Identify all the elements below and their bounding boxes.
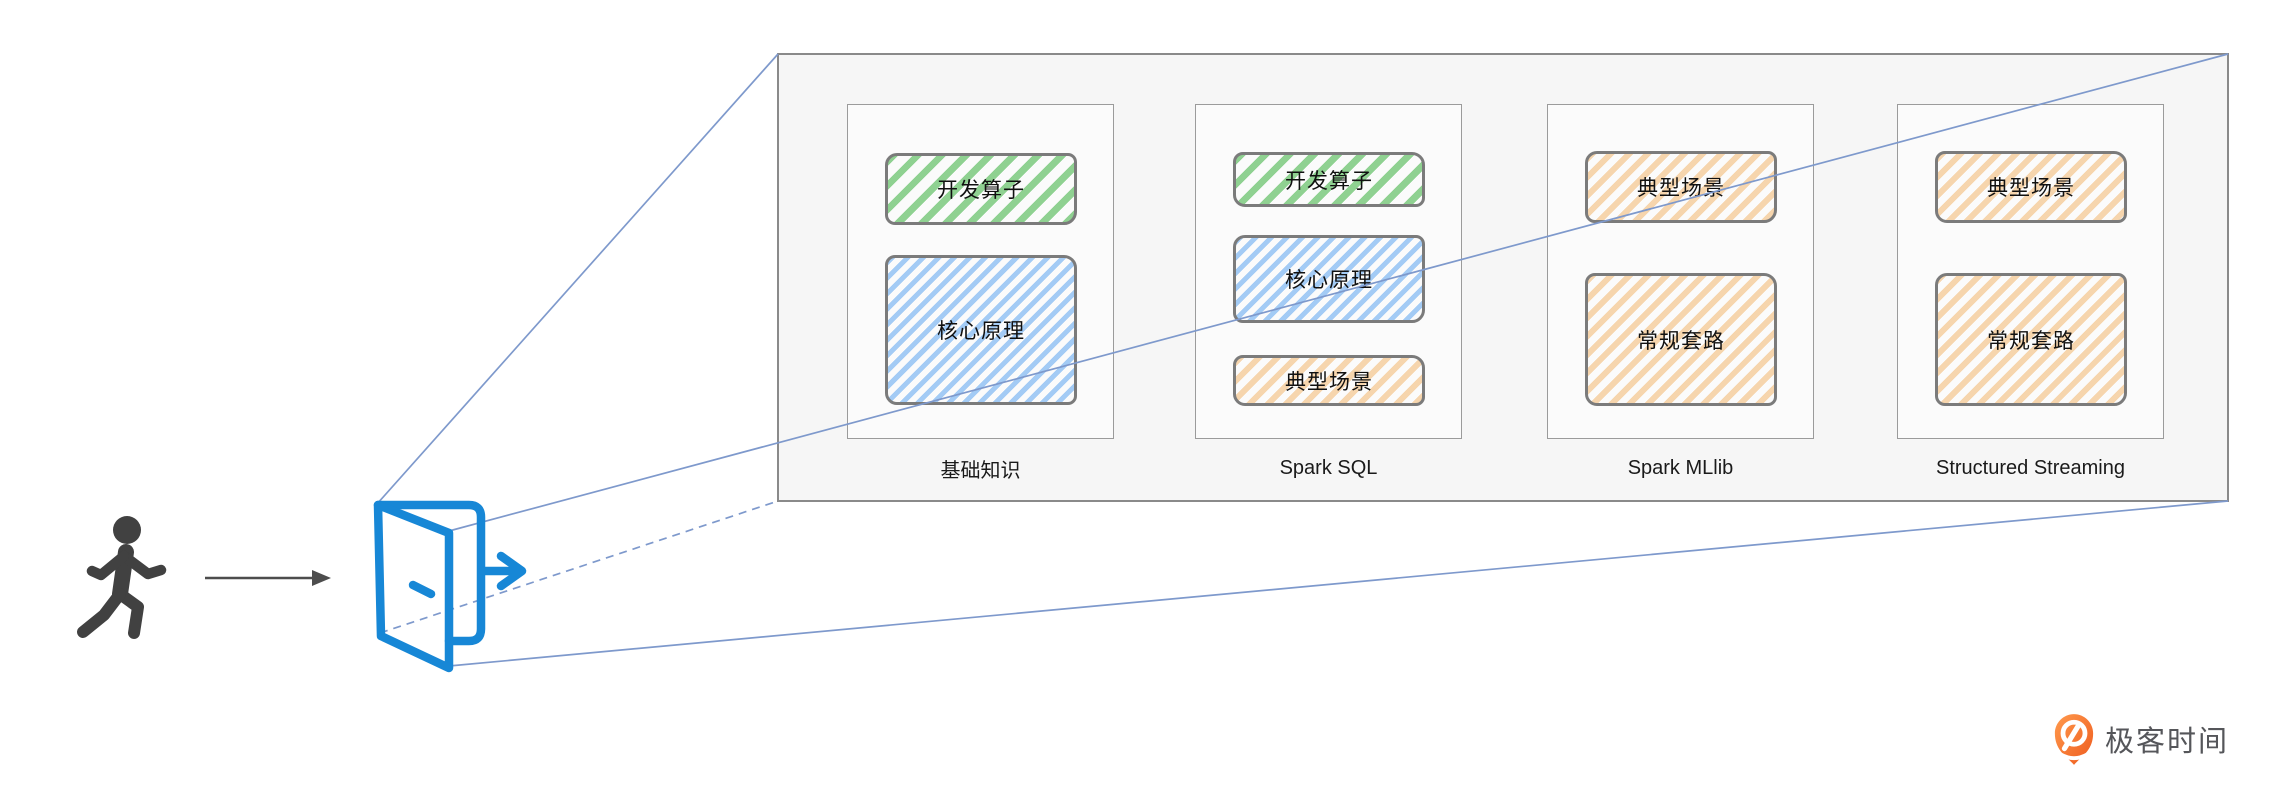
topic-box-streaming-common-patterns: 常规套路 bbox=[1935, 273, 2127, 406]
column-label-structured-streaming: Structured Streaming bbox=[1936, 456, 2125, 479]
projection-line-bottom-right bbox=[448, 500, 2229, 667]
column-spark-sql: 开发算子 核心原理 典型场景 bbox=[1195, 104, 1462, 439]
topic-box-basics-operators: 开发算子 bbox=[885, 153, 1077, 225]
geektime-logo-text: 极客时间 bbox=[2105, 726, 2230, 758]
topic-box-sql-typical-scenarios: 典型场景 bbox=[1233, 355, 1425, 406]
column-structured-streaming: 典型场景 常规套路 bbox=[1897, 104, 2164, 439]
roadmap-panel: 开发算子 核心原理 基础知识 开发算子 核心原理 典型场景 Spark SQL … bbox=[777, 53, 2229, 502]
topic-box-sql-operators: 开发算子 bbox=[1233, 152, 1425, 207]
topic-box-mllib-common-patterns: 常规套路 bbox=[1585, 273, 1777, 406]
topic-box-mllib-typical-scenarios: 典型场景 bbox=[1585, 151, 1777, 223]
column-label-spark-mllib: Spark MLlib bbox=[1627, 456, 1734, 479]
open-door-icon bbox=[373, 500, 486, 673]
column-label-spark-sql: Spark SQL bbox=[1279, 456, 1378, 479]
projection-line-bottom-left-dashed bbox=[379, 500, 779, 634]
topic-box-sql-core-principles: 核心原理 bbox=[1233, 235, 1425, 323]
right-arrow-icon bbox=[205, 570, 331, 586]
walking-person-icon bbox=[77, 516, 167, 639]
geektime-logo: 极客时间 bbox=[2052, 710, 2229, 768]
topic-box-basics-core-principles: 核心原理 bbox=[885, 255, 1077, 405]
column-basics: 开发算子 核心原理 bbox=[847, 104, 1114, 439]
column-label-basics: 基础知识 bbox=[940, 459, 1021, 482]
topic-box-streaming-typical-scenarios: 典型场景 bbox=[1935, 151, 2127, 223]
column-spark-mllib: 典型场景 常规套路 bbox=[1547, 104, 1814, 439]
geektime-pin-icon bbox=[2054, 714, 2094, 765]
door-exit-arrow-icon bbox=[478, 551, 527, 591]
projection-line-top-left bbox=[376, 53, 779, 505]
